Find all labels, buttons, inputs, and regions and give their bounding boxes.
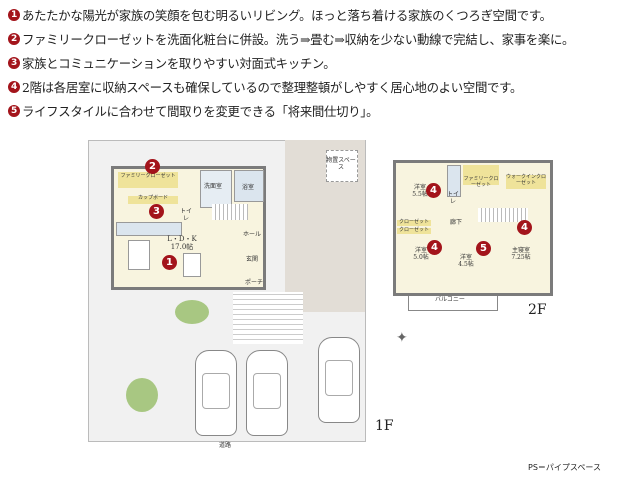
feature-text: あたたかな陽光が家族の笑顔を包む明るいリビング。ほっと落ち着ける家族のくつろぎ空…: [22, 8, 552, 23]
ldk-name: L・D・K: [167, 235, 197, 243]
toilet-label: トイレ: [179, 208, 192, 222]
corridor-label: 廊下: [449, 219, 462, 226]
room1-size: 5.5帖: [412, 190, 428, 198]
floor-label-2f: 2F: [528, 302, 547, 318]
compass-icon: ✦: [396, 330, 408, 346]
master-name: 主寝室: [511, 247, 530, 254]
badge-1: 1: [162, 255, 177, 270]
family-closet: ファミリークローゼット: [118, 172, 178, 188]
feature-number: 1: [8, 9, 20, 21]
storage-label: 物置スペース: [326, 157, 356, 171]
toilet-2f: [447, 165, 461, 197]
porch-label: ポーチ: [244, 279, 263, 286]
bathroom: [234, 170, 264, 202]
feature-text: ファミリークローゼットを洗面化粧台に併設。洗う⇒畳む⇒収納を少ない動線で完結し、…: [22, 32, 575, 47]
badge-4: 4: [427, 240, 442, 255]
car-icon: [318, 337, 360, 423]
tree-icon: [175, 300, 209, 324]
master-size: 7.25帖: [511, 253, 531, 261]
balcony-label: バルコニー: [435, 296, 465, 303]
room3-size: 4.5帖: [458, 260, 474, 268]
car-icon: [246, 350, 288, 436]
floor-label-1f: 1F: [375, 418, 394, 434]
badge-2: 2: [145, 159, 160, 174]
badge-4: 4: [517, 220, 532, 235]
badge-5: 5: [476, 241, 491, 256]
stairs: [212, 204, 248, 220]
feature-number: 4: [8, 81, 20, 93]
feature-text: 家族とコミュニケーションを取りやすい対面式キッチン。: [22, 56, 336, 71]
ps-note: PS＝パイプスペース: [528, 463, 601, 472]
tree-icon: [126, 378, 158, 412]
cupboard: カップボード: [128, 195, 178, 204]
room2-size: 5.0帖: [413, 253, 429, 261]
feature-number: 3: [8, 57, 20, 69]
approach-steps: [233, 292, 303, 344]
storage-space: [326, 150, 358, 182]
feature-text: ライフスタイルに合わせて間取りを変更できる「将来間仕切り」。: [22, 104, 379, 119]
room1-name: 洋室: [413, 184, 426, 191]
room3-name: 洋室: [459, 254, 472, 261]
feature-number: 5: [8, 105, 20, 117]
washroom-label: 洗面室: [203, 183, 222, 190]
walkin-closet: ウォークインクローゼット: [506, 174, 546, 189]
badge-3: 3: [149, 204, 164, 219]
ldk-size: 17.0帖: [170, 242, 194, 251]
dining-table: [128, 240, 150, 270]
closet-1: クローゼット: [397, 219, 431, 226]
closet-2: クローゼット: [397, 227, 431, 234]
stairs-2f: [478, 208, 528, 222]
room2-name: 洋室: [414, 247, 427, 254]
balcony: [408, 296, 498, 311]
car-icon: [195, 350, 237, 436]
hall-label: ホール: [242, 231, 261, 238]
entrance-label: 玄関: [245, 256, 258, 263]
feature-text: 2階は各居室に収納スペースも確保しているので整理整頓がしやすく居心地のよい空間で…: [22, 80, 523, 95]
family-closet-2f: ファミリークローゼット: [463, 165, 499, 187]
bath-label: 浴室: [241, 184, 254, 191]
badge-4: 4: [426, 183, 441, 198]
sofa: [183, 253, 201, 277]
kitchen-counter: [116, 222, 182, 236]
road-label: 道路: [218, 442, 231, 449]
feature-number: 2: [8, 33, 20, 45]
toilet-2f-label: トイレ: [446, 191, 459, 205]
